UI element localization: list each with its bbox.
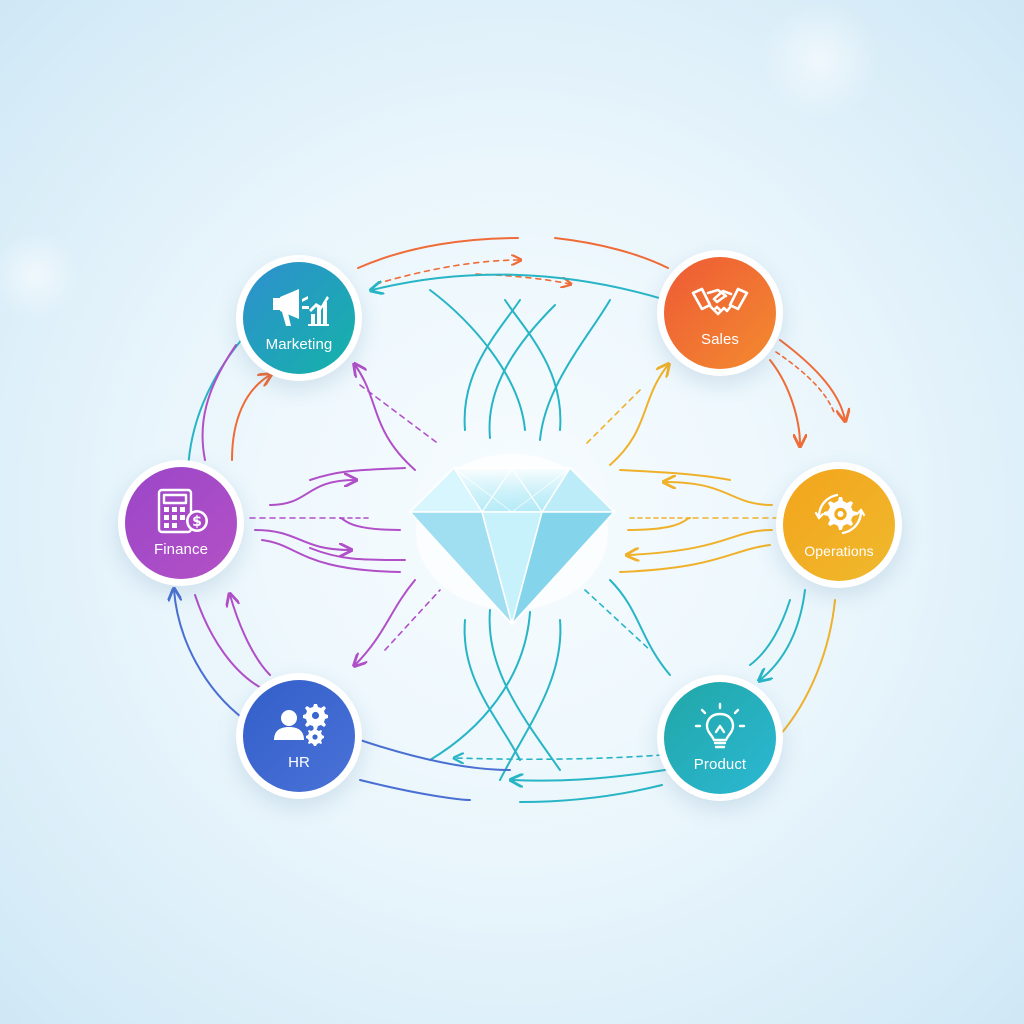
- link-finance-center-4: [254, 529, 350, 550]
- link-marketing-center-dashed: [359, 384, 441, 446]
- handshake-icon: [691, 287, 749, 316]
- node-hr-label: HR: [288, 754, 310, 771]
- connection-hr-product-blue-2: [359, 779, 471, 801]
- link-hr-center-curve: [355, 579, 416, 665]
- arc-marketing-finance-purple: [201, 344, 237, 461]
- link-operations-center-1: [665, 482, 773, 506]
- node-product-label: Product: [693, 756, 747, 773]
- arc-sales-operations-orange: [779, 339, 845, 420]
- link-center-operations-2: [627, 517, 691, 531]
- weave-top-right-1: [504, 299, 562, 431]
- link-sales-center-dashed: [584, 389, 641, 446]
- lightbulb-icon: [694, 702, 746, 749]
- node-marketing-circle: Marketing: [243, 262, 355, 374]
- node-hr-circle: HR: [243, 680, 355, 792]
- node-sales-label: Sales: [700, 331, 740, 348]
- connection-marketing-sales-dashed: [375, 260, 520, 285]
- link-product-center-curve: [609, 579, 671, 676]
- link-operations-center-5: [619, 544, 771, 573]
- diamond-icon: [408, 454, 616, 627]
- arc-finance-hr-blue: [174, 590, 246, 721]
- gears-icon: [814, 493, 866, 535]
- node-finance-circle: $ Finance: [125, 467, 237, 579]
- weave-top-right-2: [539, 299, 611, 441]
- connection-product-hr-teal: [512, 769, 666, 781]
- weave-top-left-3: [429, 289, 526, 431]
- link-center-finance-3: [339, 517, 401, 531]
- link-product-center-dashed: [584, 589, 651, 651]
- node-marketing[interactable]: Marketing: [236, 255, 362, 381]
- node-sales[interactable]: Sales: [657, 250, 783, 376]
- arc-finance-hr-purple: [194, 594, 266, 691]
- link-marketing-center-curve: [355, 365, 416, 471]
- link-finance-center-5: [261, 539, 401, 573]
- weave-bottom-4: [499, 619, 562, 781]
- arc-finance-marketing-orange: [231, 375, 270, 461]
- arc-operations-product-yellow: [779, 599, 836, 736]
- weave-top-left-1: [463, 299, 521, 431]
- calculator-dollar-icon: $: [157, 488, 208, 534]
- link-center-finance-1: [309, 467, 406, 481]
- weave-bottom-2: [488, 609, 561, 771]
- connection-product-hr-teal-2: [519, 784, 663, 803]
- person-gear-icon: [274, 704, 328, 746]
- node-finance-label: Finance: [153, 541, 209, 558]
- connection-marketing-sales-top-2: [554, 237, 669, 269]
- background-glow-top-right: [760, 0, 880, 120]
- node-sales-circle: Sales: [664, 257, 776, 369]
- link-hr-center-dashed: [384, 589, 441, 651]
- arc-marketing-finance-teal: [187, 329, 251, 471]
- node-product[interactable]: Product: [657, 675, 783, 801]
- arc-sales-operations-orange-2: [769, 359, 800, 445]
- link-sales-center-curve: [609, 365, 668, 466]
- node-operations-label: Operations: [804, 543, 874, 559]
- svg-text:$: $: [192, 514, 202, 530]
- connection-hr-product-blue: [359, 739, 511, 771]
- arc-finance-hr-purple-2: [230, 595, 271, 676]
- connection-marketing-sales-top: [357, 237, 519, 269]
- node-product-circle: Product: [664, 682, 776, 794]
- link-finance-center-1: [269, 480, 355, 506]
- node-operations[interactable]: Operations: [776, 462, 902, 588]
- link-operations-center-4: [628, 529, 773, 555]
- connection-product-hr-dashed: [455, 755, 663, 759]
- arc-operations-product-teal: [760, 589, 806, 680]
- node-operations-circle: Operations: [783, 469, 895, 581]
- weave-top-left-2: [488, 304, 556, 439]
- link-center-finance-2: [309, 547, 406, 561]
- weave-bottom-3: [429, 611, 531, 761]
- background-glow-left: [0, 230, 80, 320]
- weave-bottom-1: [463, 619, 521, 761]
- arc-sales-operations-dashed: [775, 351, 836, 416]
- megaphone-chart-icon: [273, 289, 329, 326]
- node-marketing-label: Marketing: [265, 336, 333, 353]
- link-center-operations-1: [619, 469, 731, 481]
- node-finance[interactable]: $ Finance: [118, 460, 244, 586]
- node-hr[interactable]: HR: [236, 673, 362, 799]
- arc-operations-product-teal-2: [749, 599, 791, 666]
- connection-marketing-sales-cyan: [372, 273, 667, 301]
